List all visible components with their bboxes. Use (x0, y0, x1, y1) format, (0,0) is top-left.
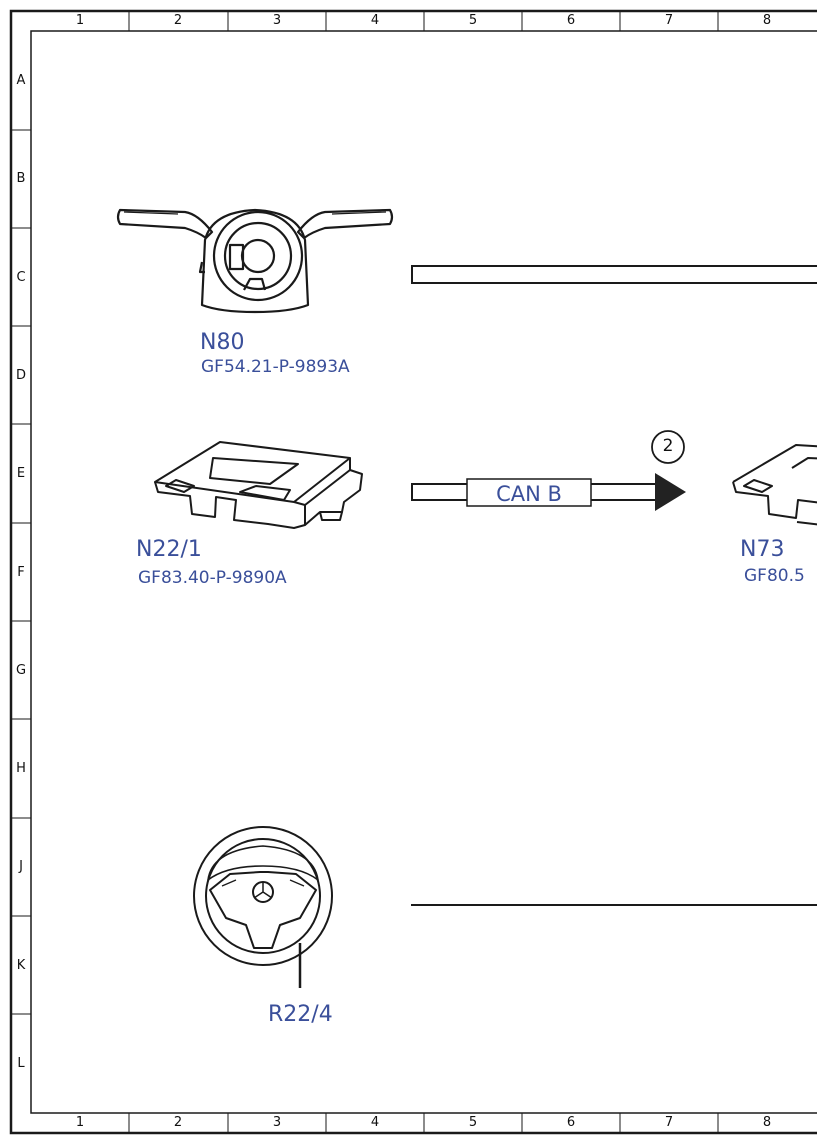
n73-control-unit-icon (732, 444, 817, 526)
column-label: 3 (272, 1115, 282, 1130)
column-label: 7 (664, 13, 674, 28)
row-label: C (16, 270, 26, 285)
drawing-frame (9, 9, 817, 1135)
column-label: 4 (370, 13, 380, 28)
row-label: H (16, 761, 26, 776)
column-label: 2 (173, 13, 183, 28)
callout-number: 2 (662, 436, 674, 456)
row-label: E (16, 466, 26, 481)
n22-1-control-unit-icon (154, 441, 363, 529)
column-label: 7 (664, 1115, 674, 1130)
r22-4-ref-label: R22/4 (268, 1002, 333, 1027)
column-label: 3 (272, 13, 282, 28)
column-label: 6 (566, 1115, 576, 1130)
n73-code-label[interactable]: GF80.5 (744, 566, 805, 586)
can-b-label: CAN B (496, 482, 562, 506)
callout-circle (651, 430, 685, 464)
bus-line-n80 (411, 265, 817, 284)
column-label: 4 (370, 1115, 380, 1130)
row-label: A (16, 73, 26, 88)
n22-1-ref-label: N22/1 (136, 537, 202, 562)
n73-ref-label: N73 (740, 537, 785, 562)
column-label: 8 (762, 1115, 772, 1130)
row-label: B (16, 171, 26, 186)
row-label: G (15, 663, 27, 678)
row-label: L (17, 1056, 25, 1071)
steering-column-module-icon (116, 208, 394, 314)
column-label: 2 (173, 1115, 183, 1130)
can-b-bus-line (411, 473, 686, 511)
column-label: 1 (75, 13, 85, 28)
row-label: K (16, 958, 26, 973)
column-label: 8 (762, 13, 772, 28)
row-label: F (17, 565, 25, 580)
n22-1-code-label[interactable]: GF83.40-P-9890A (138, 568, 287, 588)
row-label: D (15, 368, 26, 383)
column-label: 5 (468, 1115, 478, 1130)
steering-wheel-icon (193, 826, 333, 988)
n80-code-label[interactable]: GF54.21-P-9893A (201, 357, 350, 377)
column-label: 1 (75, 1115, 85, 1130)
column-label: 5 (468, 13, 478, 28)
row-label: J (19, 859, 23, 874)
n80-ref-label: N80 (200, 330, 245, 355)
column-label: 6 (566, 13, 576, 28)
